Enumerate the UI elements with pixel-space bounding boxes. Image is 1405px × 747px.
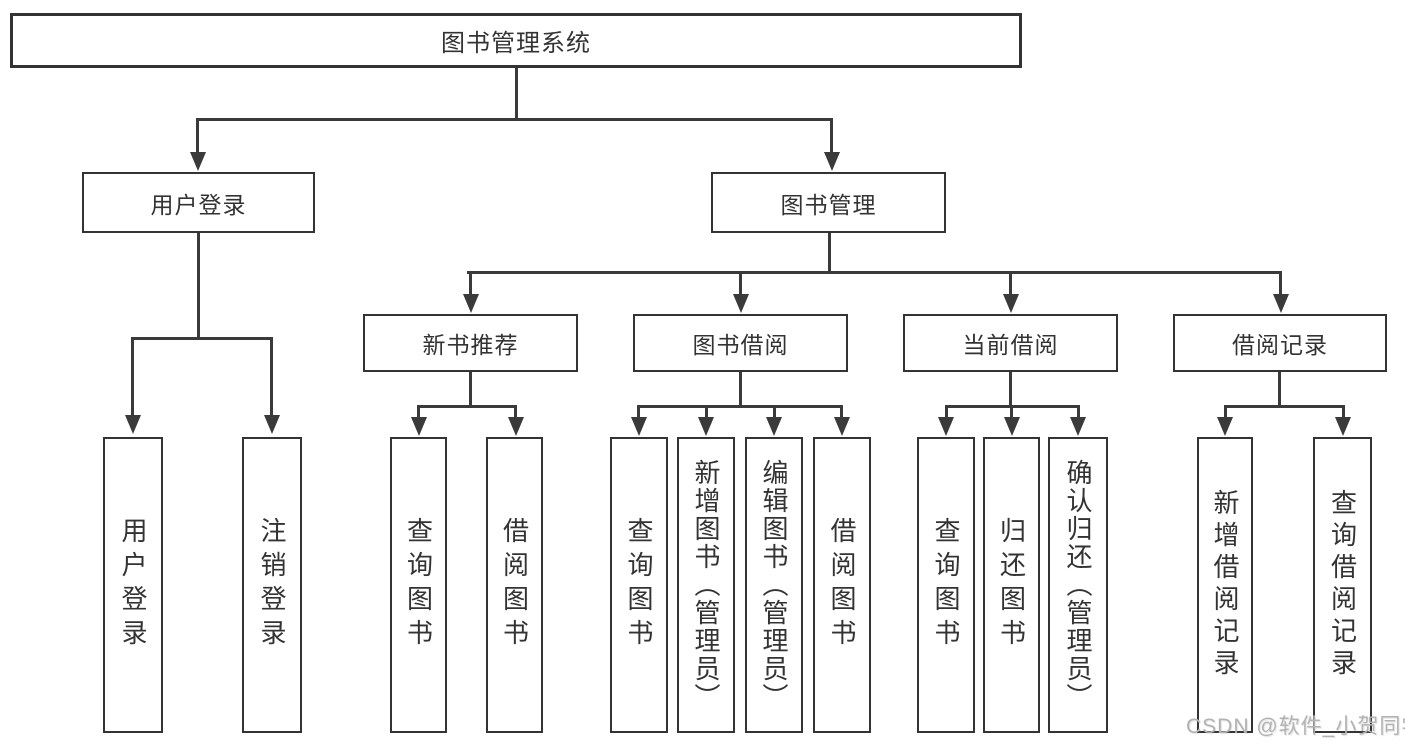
connector-current-drop-2 [1010, 405, 1013, 419]
connector-borrow-bar [637, 405, 843, 408]
connector-module-drop-1 [469, 271, 472, 296]
node-current-borrow: 当前借阅 [903, 314, 1118, 372]
node-user-login-label: 用户登录 [150, 191, 247, 218]
node-borrow-record: 借阅记录 [1173, 314, 1387, 372]
connector-root-bar [196, 118, 833, 121]
node-leaf-borrow-book-1: 借阅图书 [486, 437, 543, 733]
connector-borrow-drop-1 [637, 405, 640, 419]
node-root-system: 图书管理系统 [10, 13, 1022, 68]
node-leaf-borrow-book-2: 借阅图书 [813, 437, 871, 733]
connector-record-drop-1 [1223, 405, 1227, 419]
connector-login-bar [131, 337, 273, 340]
node-new-book-recommend-label: 新书推荐 [422, 332, 519, 358]
node-leaf-confirm-return-admin-label: 确认归还（管理员） [1063, 459, 1093, 711]
node-leaf-borrow-book-1-label: 借阅图书 [499, 517, 530, 653]
node-leaf-borrow-book-2-label: 借阅图书 [827, 517, 857, 653]
arrowhead-module-1-icon [462, 294, 479, 313]
connector-current-drop-3 [1076, 405, 1080, 419]
node-user-login: 用户登录 [82, 172, 315, 233]
node-leaf-user-login: 用户登录 [103, 437, 163, 733]
arrowhead-borrow-3-icon [766, 417, 782, 436]
node-leaf-return-book-label: 归还图书 [996, 517, 1027, 653]
connector-module-drop-4 [1279, 271, 1282, 296]
connector-module-drop-2 [739, 271, 742, 296]
arrowhead-module-3-icon [1002, 294, 1019, 313]
node-leaf-edit-book-admin-label: 编辑图书（管理员） [759, 459, 789, 711]
arrowhead-login-2-icon [264, 415, 280, 434]
connector-current-drop-1 [944, 405, 948, 419]
node-leaf-query-book-1-label: 查询图书 [403, 517, 434, 653]
node-leaf-query-book-3-label: 查询图书 [931, 517, 961, 653]
node-root-label: 图书管理系统 [441, 30, 591, 57]
node-leaf-query-book-1: 查询图书 [390, 437, 447, 733]
arrowhead-record-2-icon [1335, 417, 1351, 436]
node-book-management-label: 图书管理 [780, 191, 877, 218]
arrowhead-current-2-icon [1003, 417, 1020, 436]
connector-root-stem [515, 68, 518, 120]
node-leaf-add-borrow-record-label: 新增借阅记录 [1210, 489, 1240, 681]
arrowhead-bookmgmt-icon [823, 152, 840, 171]
node-current-borrow-label: 当前借阅 [962, 332, 1059, 358]
arrowhead-module-4-icon [1272, 294, 1289, 313]
arrowhead-module-2-icon [732, 294, 749, 313]
node-leaf-query-borrow-record: 查询借阅记录 [1313, 437, 1372, 733]
connector-bookmgmt-drop [830, 118, 833, 154]
connector-newbook-bar [417, 405, 517, 408]
connector-newbook-drop-1 [417, 405, 420, 419]
connector-mgmt-stem [828, 233, 831, 273]
node-leaf-add-book-admin: 新增图书（管理员） [677, 437, 735, 733]
arrowhead-current-1-icon [938, 417, 954, 436]
connector-newbook-stem [469, 372, 472, 407]
node-leaf-query-book-3: 查询图书 [917, 437, 975, 733]
connector-current-stem [1009, 372, 1012, 407]
node-leaf-logout: 注销登录 [242, 437, 302, 733]
arrowhead-userlogin-icon [189, 152, 206, 171]
connector-borrow-drop-4 [840, 405, 843, 419]
arrowhead-newbook-1-icon [410, 417, 427, 436]
node-leaf-return-book: 归还图书 [983, 437, 1040, 733]
connector-borrow-drop-3 [772, 405, 776, 419]
arrowhead-borrow-2-icon [698, 417, 714, 436]
connector-borrow-stem [739, 372, 742, 407]
arrowhead-record-1-icon [1217, 417, 1233, 436]
arrowhead-borrow-4-icon [833, 417, 850, 436]
connector-record-stem [1278, 372, 1281, 407]
csdn-watermark: CSDN @软件_小贺同学 [1186, 715, 1405, 738]
node-leaf-edit-book-admin: 编辑图书（管理员） [745, 437, 803, 733]
node-leaf-add-book-admin-label: 新增图书（管理员） [691, 459, 721, 711]
node-leaf-query-book-2: 查询图书 [610, 437, 668, 733]
connector-login-drop-2 [270, 337, 273, 417]
node-leaf-add-borrow-record: 新增借阅记录 [1197, 437, 1253, 733]
connector-mgmt-bar [467, 271, 1282, 274]
node-borrow-record-label: 借阅记录 [1232, 332, 1328, 358]
connector-record-bar [1223, 405, 1345, 408]
arrowhead-borrow-1-icon [630, 417, 647, 436]
connector-module-drop-3 [1009, 271, 1012, 296]
node-leaf-query-book-2-label: 查询图书 [624, 517, 654, 653]
node-book-management: 图书管理 [711, 172, 946, 233]
node-new-book-recommend: 新书推荐 [363, 314, 578, 372]
arrowhead-login-1-icon [125, 415, 141, 434]
node-leaf-user-login-label: 用户登录 [118, 517, 148, 653]
node-leaf-query-borrow-record-label: 查询借阅记录 [1327, 489, 1358, 681]
node-book-borrow-label: 图书借阅 [692, 332, 789, 358]
connector-record-drop-2 [1341, 405, 1345, 419]
connector-newbook-drop-2 [514, 405, 517, 419]
node-leaf-logout-label: 注销登录 [257, 517, 287, 653]
node-book-borrow: 图书借阅 [633, 314, 848, 372]
connector-userlogin-drop [196, 118, 199, 154]
connector-borrow-drop-2 [704, 405, 708, 419]
arrowhead-current-3-icon [1070, 417, 1086, 436]
connector-login-drop-1 [131, 337, 134, 417]
node-leaf-confirm-return-admin: 确认归还（管理员） [1048, 437, 1108, 733]
arrowhead-newbook-2-icon [507, 417, 524, 436]
connector-login-stem [197, 233, 200, 339]
